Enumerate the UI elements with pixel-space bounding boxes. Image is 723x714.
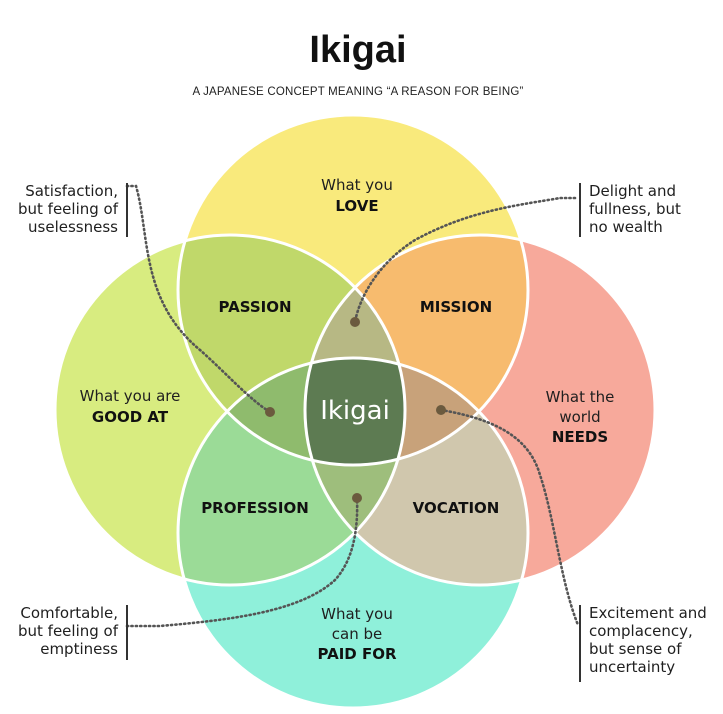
mission-label: MISSION bbox=[420, 298, 492, 316]
vocation-label: VOCATION bbox=[413, 499, 500, 517]
paid-for-caption-line3: PAID FOR bbox=[317, 645, 396, 663]
page-title: Ikigai bbox=[309, 29, 406, 71]
good-at-caption-line2: GOOD AT bbox=[92, 408, 169, 426]
outline-love bbox=[176, 113, 530, 467]
needs-caption-line1: What the bbox=[546, 388, 615, 406]
outline-paid-for bbox=[176, 356, 530, 710]
outline-good-at bbox=[53, 233, 407, 587]
callout-dot-bottom-left bbox=[352, 493, 362, 503]
outline-needs bbox=[303, 233, 657, 587]
note-bottom-left-line1: Comfortable, bbox=[20, 604, 118, 622]
callout-line-top-right bbox=[353, 196, 577, 324]
note-top-left-line2: but feeling of bbox=[18, 200, 119, 218]
callout-dot-top-right bbox=[350, 317, 360, 327]
note-bottom-left-line2: but feeling of bbox=[18, 622, 119, 640]
note-bottom-right-line1: Excitement and bbox=[589, 604, 707, 622]
profession-label: PROFESSION bbox=[201, 499, 309, 517]
callout-line-bottom-left bbox=[125, 496, 359, 628]
paid-for-caption-line1: What you bbox=[321, 605, 393, 623]
note-top-left-line1: Satisfaction, bbox=[25, 182, 118, 200]
note-bottom-left-line3: emptiness bbox=[40, 640, 118, 658]
note-top-right-line1: Delight and bbox=[589, 182, 676, 200]
callout-dot-top-left bbox=[265, 407, 275, 417]
note-bottom-right-line3: but sense of bbox=[589, 640, 682, 658]
note-top-right-line3: no wealth bbox=[589, 218, 663, 236]
callout-line-top-left bbox=[125, 184, 272, 414]
ikigai-center-label: Ikigai bbox=[320, 396, 390, 426]
callout-dot-bottom-right bbox=[436, 405, 446, 415]
paid-for-caption-line2: can be bbox=[332, 625, 382, 643]
needs-caption-line3: NEEDS bbox=[552, 428, 608, 446]
page-subtitle: A JAPANESE CONCEPT MEANING “A REASON FOR… bbox=[192, 86, 523, 98]
note-top-left-line3: uselessness bbox=[28, 218, 118, 236]
love-caption-line1: What you bbox=[321, 176, 393, 194]
note-bottom-right-line4: uncertainty bbox=[589, 658, 675, 676]
passion-label: PASSION bbox=[218, 298, 291, 316]
callout-line-bottom-right bbox=[439, 408, 580, 627]
good-at-caption-line1: What you are bbox=[80, 387, 181, 405]
note-bottom-right-line2: complacency, bbox=[589, 622, 693, 640]
love-caption-line2: LOVE bbox=[335, 197, 378, 215]
note-top-right-line2: fullness, but bbox=[589, 200, 681, 218]
needs-caption-line2: world bbox=[559, 408, 600, 426]
